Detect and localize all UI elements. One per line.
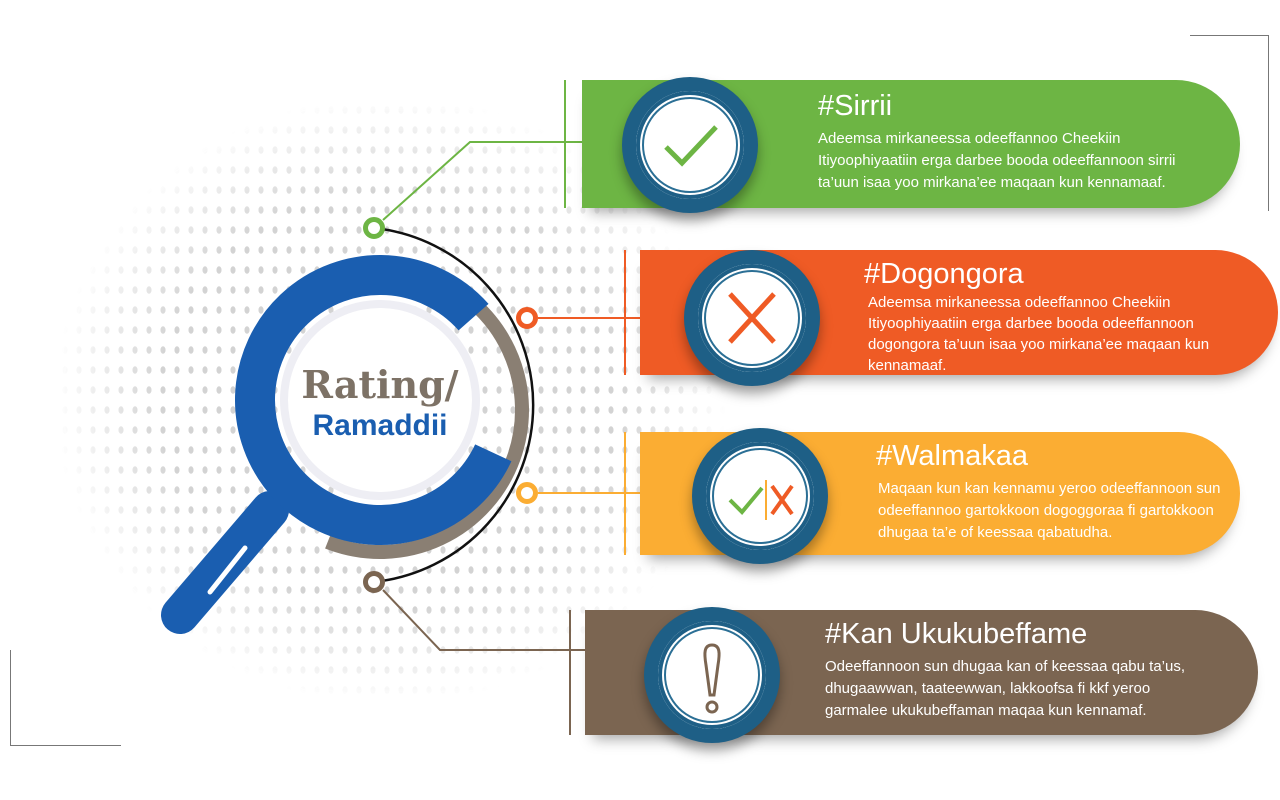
card-body: Adeemsa mirkaneessa odeeffannoo Cheekiin…: [818, 130, 1176, 191]
badge-walmakaa: [692, 428, 828, 564]
corner-frame-top-right: [1190, 35, 1269, 211]
badge-dogongora: [684, 250, 820, 386]
exclamation-icon: [703, 643, 721, 714]
card-title: #Dogongora: [864, 258, 1024, 290]
card-title: #Kan Ukukubeffame: [825, 618, 1088, 650]
connector-dot-ukukubeffame: [363, 571, 385, 593]
center-title-line1: Rating/: [301, 362, 459, 407]
connector-dot-dogongora: [516, 307, 538, 329]
corner-frame-bottom-left: [10, 650, 121, 746]
card-title: #Walmakaa: [876, 440, 1029, 472]
connector-dot-sirrii: [363, 217, 385, 239]
card-body: Adeemsa mirkaneessa odeeffannoo Cheekiin…: [868, 294, 1210, 374]
card-body: Maqaan kun kan kennamu yeroo odeeffannoo…: [878, 480, 1221, 541]
x-icon: [728, 292, 776, 344]
magnifier-icon: [161, 255, 529, 634]
badge-ukukubeffame: [644, 607, 780, 743]
card-title: #Sirrii: [818, 90, 893, 122]
check-x-icon: [728, 480, 794, 520]
center-title: Rating/ Ramaddii: [270, 362, 490, 443]
card-body: Odeeffannoon sun dhugaa kan of keessaa q…: [825, 658, 1186, 719]
connector-dot-walmakaa: [516, 482, 538, 504]
check-icon: [664, 125, 718, 167]
center-title-line2: Ramaddii: [312, 409, 448, 442]
badge-sirrii: [622, 77, 758, 213]
